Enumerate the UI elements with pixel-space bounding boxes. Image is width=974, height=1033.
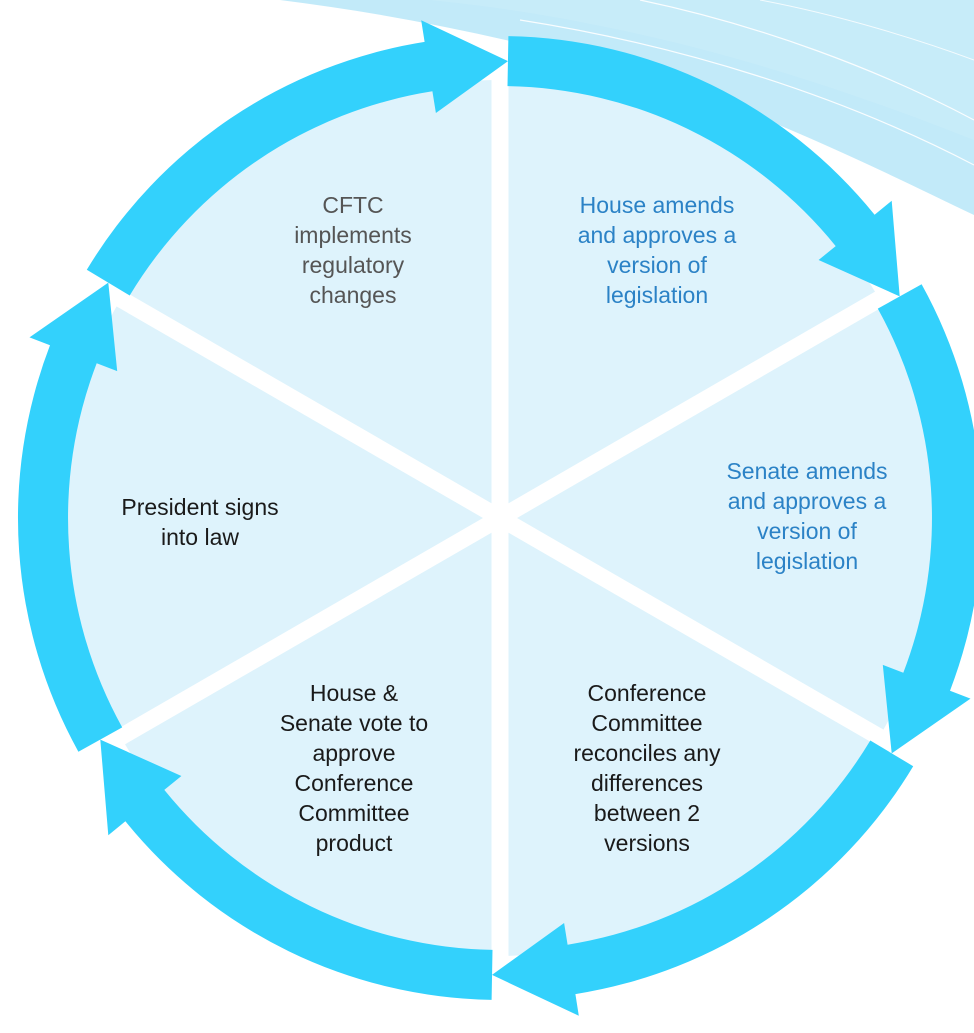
segment-divider-2 xyxy=(495,276,910,526)
segments-layer xyxy=(62,50,938,986)
cycle-arrow-1 xyxy=(507,36,900,297)
segment-divider-6 xyxy=(90,276,505,526)
segment-divider-3 xyxy=(495,510,910,760)
arrows-layer xyxy=(17,20,974,1016)
segment-divider-5 xyxy=(90,510,505,760)
cycle-arrow-3 xyxy=(492,740,914,1016)
cycle-arrow-6 xyxy=(86,20,509,296)
cycle-arrow-4 xyxy=(100,739,493,1000)
cycle-arrow-5 xyxy=(17,282,123,752)
header-wave-decoration xyxy=(280,0,974,215)
cycle-arrow-2 xyxy=(877,284,974,754)
